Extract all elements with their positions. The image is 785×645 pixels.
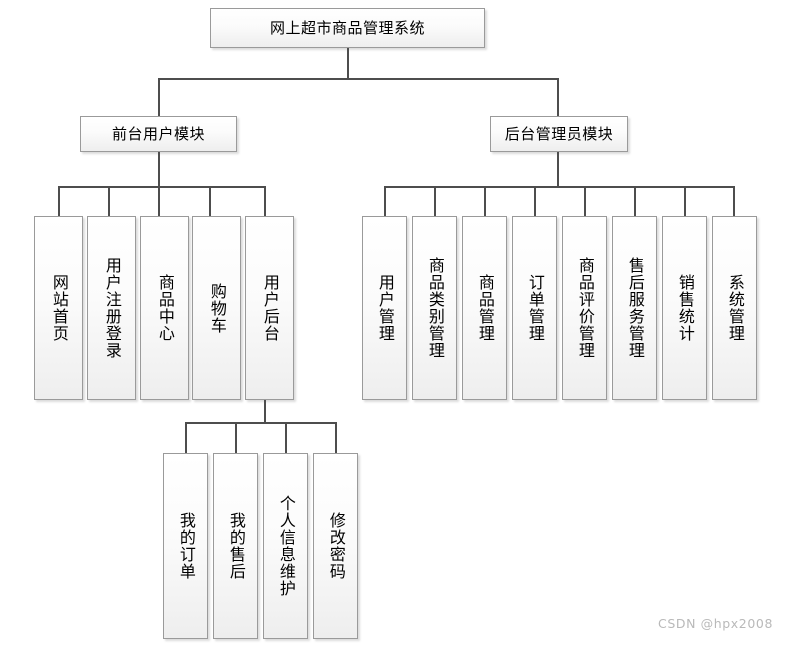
node-frontend-module-label: 前台用户模块 [111,124,205,143]
connector-user-backend-drop-4 [335,422,337,453]
node-backend-module[interactable]: 后台管理员模块 [490,116,628,152]
connector-frontend-bus [58,186,266,188]
node-backend-leaf-2-label: 商品类别管理 [425,257,445,359]
node-user-backend-leaf-1-label: 我的订单 [176,512,196,580]
node-backend-leaf-7[interactable]: 销售统计 [662,216,707,400]
connector-backend-drop-5 [584,186,586,216]
node-backend-leaf-8-label: 系统管理 [725,274,745,342]
node-frontend-leaf-5[interactable]: 用户后台 [245,216,294,400]
node-frontend-leaf-4-label: 购物车 [207,282,227,334]
node-frontend-leaf-2[interactable]: 用户注册登录 [87,216,136,400]
node-user-backend-leaf-4[interactable]: 修改密码 [313,453,358,639]
node-frontend-leaf-1-label: 网站首页 [49,274,69,342]
node-user-backend-leaf-2[interactable]: 我的售后 [213,453,258,639]
connector-backend-bus [384,186,734,188]
node-user-backend-leaf-3[interactable]: 个人信息维护 [263,453,308,639]
connector-user-backend-drop-2 [235,422,237,453]
node-backend-leaf-6[interactable]: 售后服务管理 [612,216,657,400]
connector-backend-drop-8 [733,186,735,216]
connector-user-backend-bus [185,422,336,424]
node-frontend-leaf-2-label: 用户注册登录 [102,257,122,359]
connector-to-frontend-module [158,78,160,116]
node-backend-leaf-1[interactable]: 用户管理 [362,216,407,400]
connector-user-backend-drop-1 [185,422,187,453]
node-backend-leaf-1-label: 用户管理 [375,274,395,342]
node-frontend-leaf-3-label: 商品中心 [155,274,175,342]
node-backend-leaf-3[interactable]: 商品管理 [462,216,507,400]
node-user-backend-leaf-1[interactable]: 我的订单 [163,453,208,639]
node-frontend-leaf-1[interactable]: 网站首页 [34,216,83,400]
connector-backend-drop-1 [384,186,386,216]
connector-user-backend-drop-3 [285,422,287,453]
node-backend-module-label: 后台管理员模块 [504,124,614,143]
node-backend-leaf-5[interactable]: 商品评价管理 [562,216,607,400]
node-backend-leaf-3-label: 商品管理 [475,274,495,342]
connector-frontend-drop-3 [158,186,160,216]
connector-backend-drop-3 [484,186,486,216]
node-backend-leaf-8[interactable]: 系统管理 [712,216,757,400]
connector-backend-drop-7 [684,186,686,216]
connector-level1-bus [158,78,558,80]
connector-root-stem [347,48,349,78]
node-backend-leaf-4[interactable]: 订单管理 [512,216,557,400]
connector-frontend-stem [158,152,160,186]
node-backend-leaf-6-label: 售后服务管理 [625,257,645,359]
connector-backend-stem [557,152,559,186]
connector-backend-drop-4 [534,186,536,216]
connector-frontend-drop-1 [58,186,60,216]
connector-to-backend-module [557,78,559,116]
node-root-label: 网上超市商品管理系统 [269,18,425,37]
node-user-backend-leaf-3-label: 个人信息维护 [276,495,296,597]
node-user-backend-leaf-2-label: 我的售后 [226,512,246,580]
node-frontend-leaf-5-label: 用户后台 [260,274,280,342]
node-root[interactable]: 网上超市商品管理系统 [210,8,485,48]
connector-frontend-drop-5 [264,186,266,216]
connector-backend-drop-2 [434,186,436,216]
node-frontend-leaf-4[interactable]: 购物车 [192,216,241,400]
node-frontend-module[interactable]: 前台用户模块 [80,116,237,152]
connector-backend-drop-6 [634,186,636,216]
node-frontend-leaf-3[interactable]: 商品中心 [140,216,189,400]
node-backend-leaf-2[interactable]: 商品类别管理 [412,216,457,400]
csdn-watermark: CSDN @hpx2008 [658,616,773,631]
connector-user-backend-stem [264,400,266,422]
node-backend-leaf-7-label: 销售统计 [675,274,695,342]
connector-frontend-drop-4 [209,186,211,216]
node-backend-leaf-5-label: 商品评价管理 [575,257,595,359]
node-backend-leaf-4-label: 订单管理 [525,274,545,342]
connector-frontend-drop-2 [108,186,110,216]
node-user-backend-leaf-4-label: 修改密码 [326,512,346,580]
